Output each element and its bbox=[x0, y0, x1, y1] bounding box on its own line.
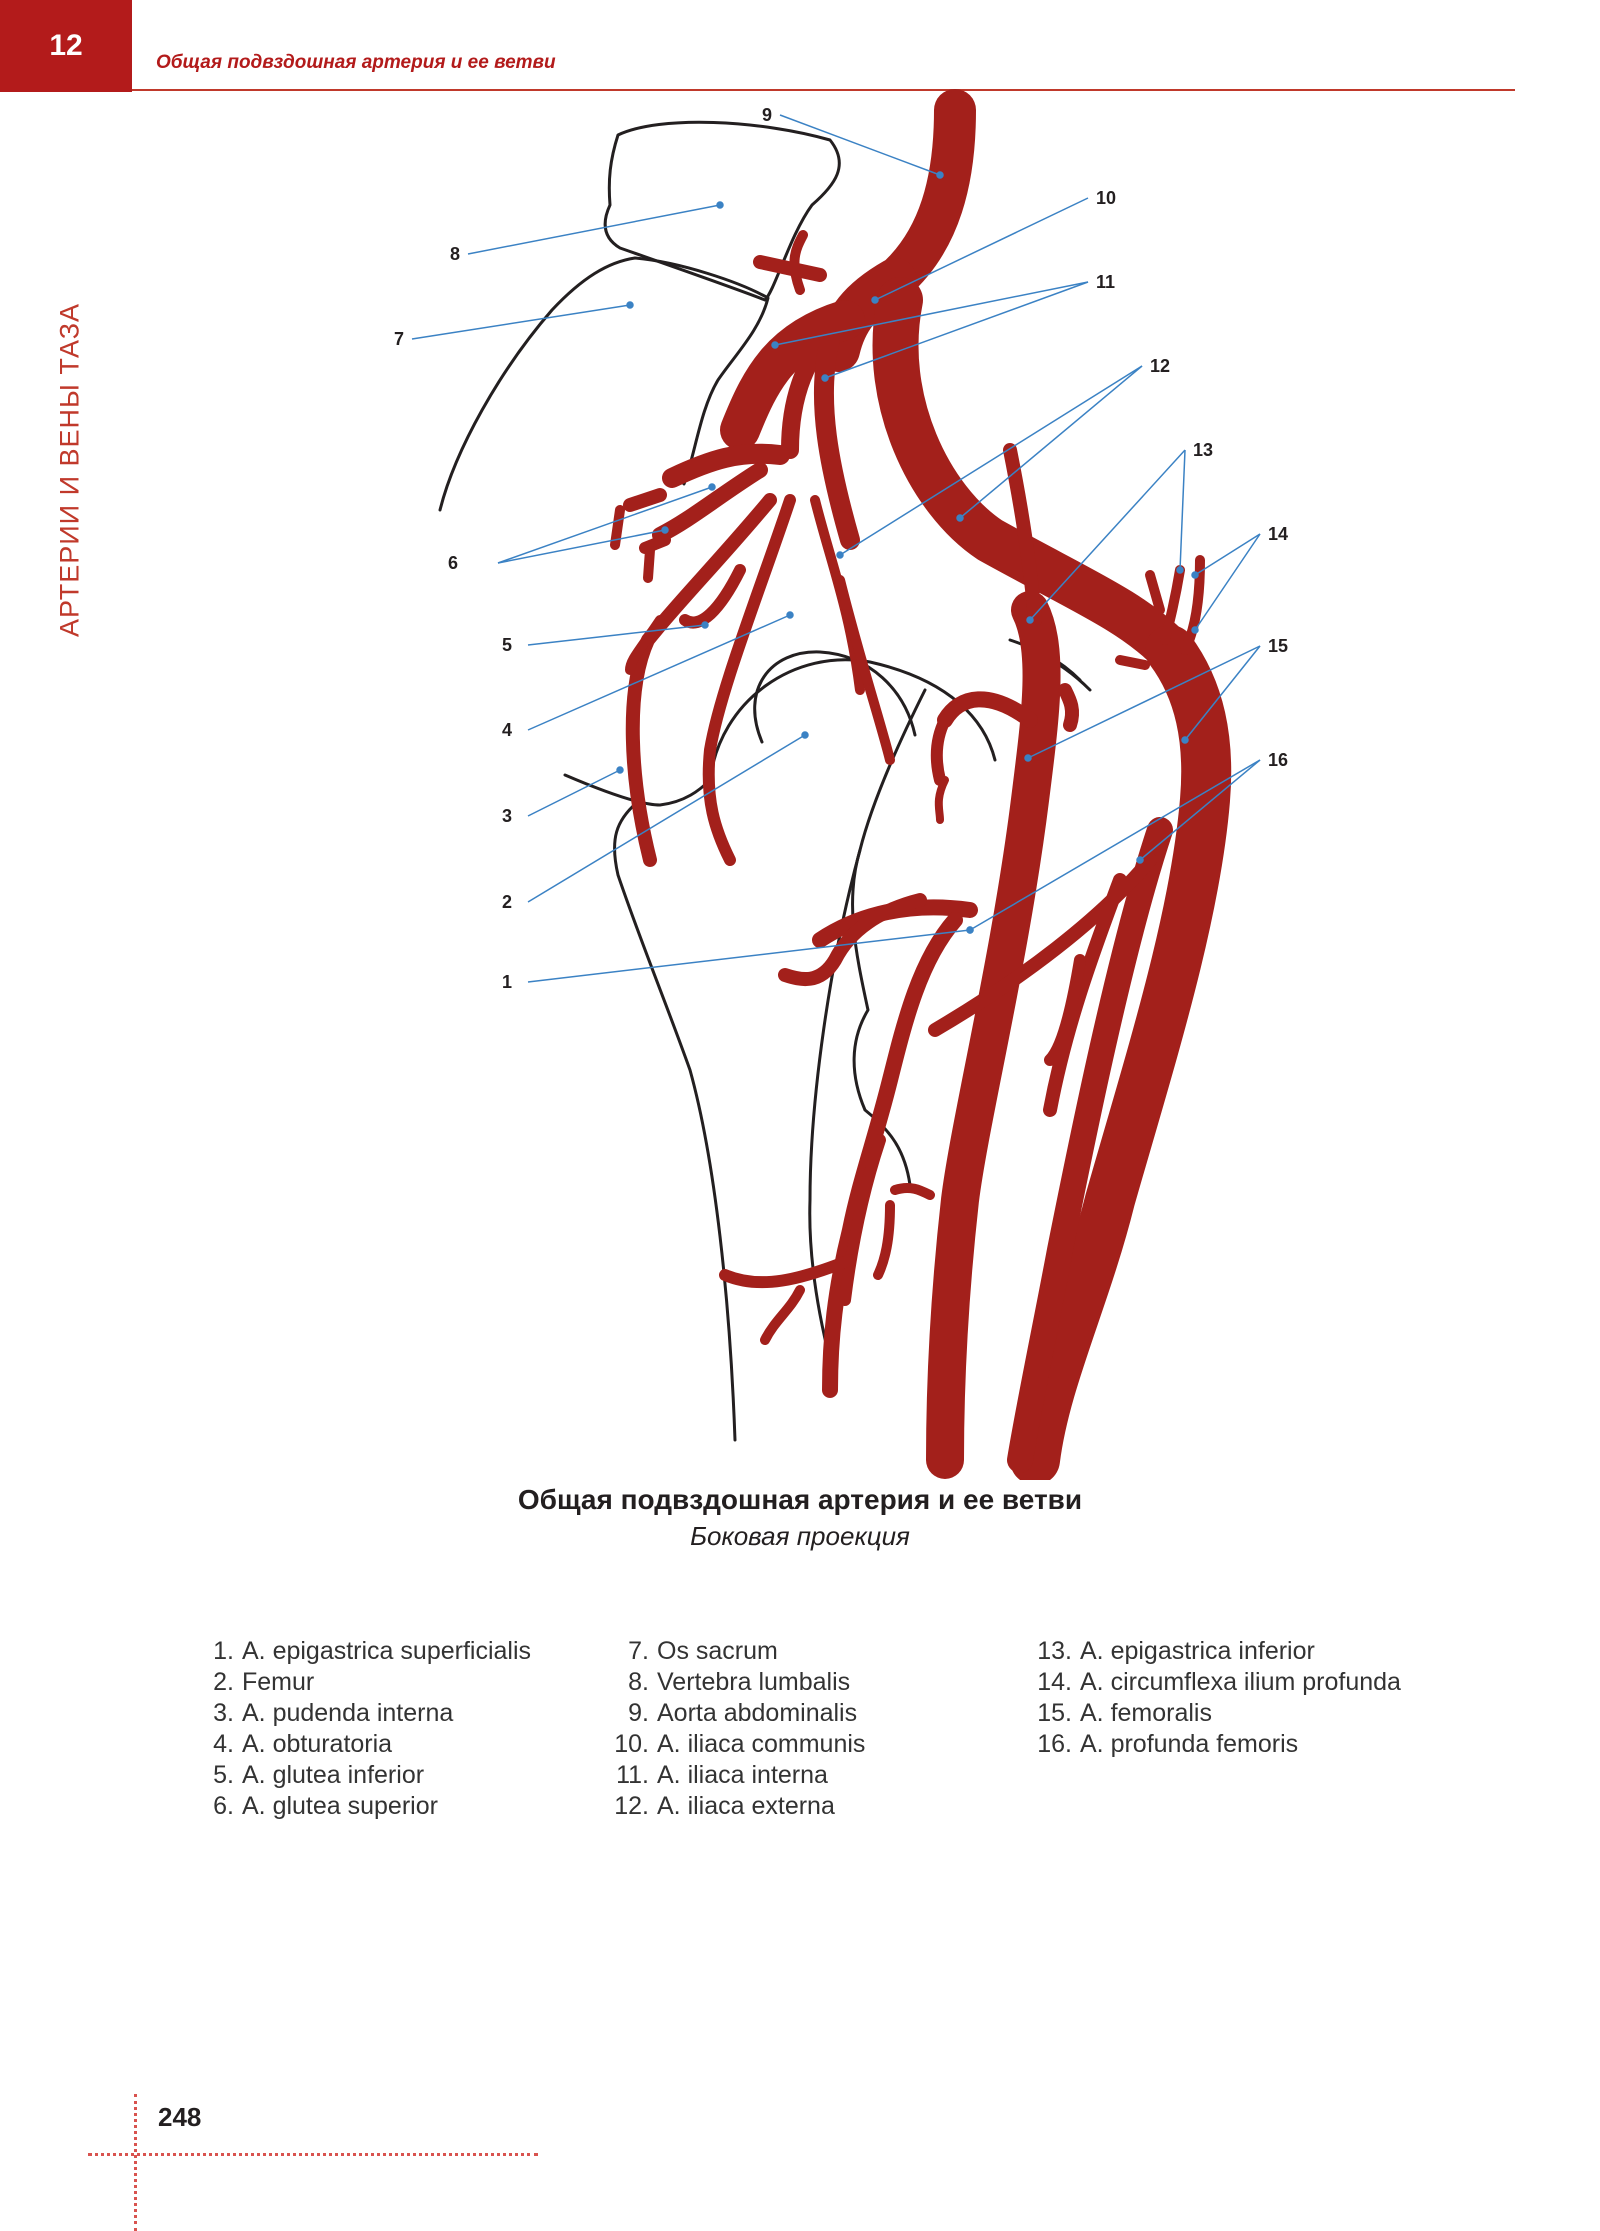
callout-7: 7 bbox=[394, 329, 404, 349]
legend-item: 10.A. iliaca communis bbox=[614, 1730, 866, 1758]
femoralis-branch-a bbox=[937, 691, 1038, 728]
femoralis-branch-b bbox=[930, 714, 951, 786]
legend-item: 11.A. iliaca interna bbox=[616, 1761, 828, 1789]
profunda-femoris bbox=[1007, 817, 1173, 1473]
lumbar-branch-2 bbox=[789, 230, 808, 295]
callout-5: 5 bbox=[502, 635, 512, 655]
iliaca-externa-lower bbox=[1010, 625, 1232, 1480]
epigastrica-superficialis-8 bbox=[873, 1200, 895, 1280]
femoralis-lateral bbox=[926, 591, 1061, 1479]
callout-4: 4 bbox=[502, 720, 512, 740]
femur-shaft-left bbox=[613, 798, 737, 1442]
callout-2: 2 bbox=[502, 892, 512, 912]
callout-13: 13 bbox=[1193, 440, 1213, 460]
legend-item: 15.A. femoralis bbox=[1037, 1699, 1212, 1727]
iliaca-interna-branch-a bbox=[781, 336, 829, 459]
legend-item: 16.A. profunda femoris bbox=[1037, 1730, 1299, 1758]
sacrum-outline bbox=[438, 256, 770, 512]
legend-item: 6.A. glutea superior bbox=[213, 1792, 438, 1820]
legend-item: 1.A. epigastrica superficialis bbox=[213, 1637, 532, 1665]
aorta-abdominalis bbox=[874, 89, 976, 301]
legend-item: 7.Os sacrum bbox=[628, 1637, 778, 1665]
legend-column-1: 1.A. epigastrica superficialis 2.Femur 3… bbox=[198, 1636, 531, 1822]
callout-16: 16 bbox=[1268, 750, 1288, 770]
iliaca-interna-trunk bbox=[720, 300, 865, 450]
glutea-superior-2 bbox=[652, 462, 768, 543]
chapter-number-badge: 12 bbox=[0, 0, 132, 92]
legend-item: 14.A. circumflexa ilium profunda bbox=[1037, 1668, 1401, 1696]
iliaca-externa-upper bbox=[872, 277, 1193, 673]
callout-10: 10 bbox=[1096, 188, 1116, 208]
legend-column-3: 13.A. epigastrica inferior 14.A. circumf… bbox=[1036, 1636, 1401, 1760]
callout-1: 1 bbox=[502, 972, 512, 992]
femoralis-branch-c bbox=[934, 776, 949, 824]
glutea-superior-3 bbox=[623, 488, 667, 512]
legend-item: 13.A. epigastrica inferior bbox=[1037, 1637, 1315, 1665]
legend-item: 5.A. glutea inferior bbox=[213, 1761, 425, 1789]
legend-column-2: 7.Os sacrum 8.Vertebra lumbalis 9.Aorta … bbox=[613, 1636, 865, 1822]
profunda-branch-1 bbox=[928, 853, 1157, 1037]
callout-15: 15 bbox=[1268, 636, 1288, 656]
arteries bbox=[610, 89, 1232, 1480]
callout-8: 8 bbox=[450, 244, 460, 264]
epigastrica-superficialis-5 bbox=[719, 1254, 856, 1289]
glutea-superior bbox=[662, 443, 790, 488]
figure-caption-subtitle: Боковая проекция bbox=[690, 1521, 910, 1551]
legend-item: 4.A. obturatoria bbox=[213, 1730, 393, 1758]
epigastrica-superficialis-6 bbox=[760, 1285, 805, 1345]
footer-dotted-rule bbox=[88, 2153, 538, 2156]
vertebra-outline bbox=[603, 120, 841, 302]
legend-item: 8.Vertebra lumbalis bbox=[628, 1668, 851, 1696]
page-number: 248 bbox=[158, 2102, 202, 2132]
epigastrica-inferior bbox=[1003, 443, 1042, 627]
legend-item: 12.A. iliaca externa bbox=[614, 1792, 835, 1820]
footer-dotted-vertical bbox=[134, 2094, 137, 2231]
callout-3: 3 bbox=[502, 806, 512, 826]
circumflexa-small bbox=[1058, 683, 1080, 732]
anatomy-diagram: 1 2 3 4 5 6 7 8 9 10 11 12 13 14 15 16 bbox=[394, 89, 1288, 1480]
figure-caption-title: Общая подвздошная артерия и ее ветви bbox=[517, 1484, 1083, 1515]
header-rule bbox=[132, 89, 1515, 91]
callout-12: 12 bbox=[1150, 356, 1170, 376]
callout-6: 6 bbox=[448, 553, 458, 573]
legend-item: 2.Femur bbox=[213, 1668, 315, 1696]
epigastrica-inferior-2 bbox=[1160, 565, 1185, 645]
epigastrica-superficialis-4 bbox=[839, 1134, 886, 1306]
callout-14: 14 bbox=[1268, 524, 1288, 544]
glutea-inferior-branch bbox=[679, 564, 746, 629]
femur-head-outline bbox=[753, 650, 917, 744]
circumflexa-ilium-2 bbox=[1145, 570, 1165, 615]
leader-lines bbox=[411, 114, 1261, 983]
epigastrica-superficialis-2 bbox=[778, 893, 927, 987]
glutea-superior-5 bbox=[643, 545, 655, 583]
legend-item: 3.A. pudenda interna bbox=[213, 1699, 454, 1727]
circumflexa-ilium-3 bbox=[1115, 655, 1150, 670]
obturatoria-2 bbox=[835, 575, 895, 765]
glutea-inferior-branch-2 bbox=[625, 615, 665, 675]
legend-item: 9.Aorta abdominalis bbox=[628, 1699, 858, 1727]
pudenda-interna bbox=[702, 494, 796, 866]
callout-11: 11 bbox=[1096, 272, 1115, 292]
profunda-branch-3 bbox=[1044, 954, 1086, 1066]
epigastrica-superficialis-7 bbox=[890, 1182, 935, 1200]
running-title: Общая подвздошная артерия и ее ветви bbox=[156, 52, 556, 73]
callout-9: 9 bbox=[762, 105, 772, 125]
callout-labels: 1 2 3 4 5 6 7 8 9 10 11 12 13 14 15 16 bbox=[394, 105, 1288, 992]
iliaca-interna-branch-b bbox=[813, 330, 860, 550]
